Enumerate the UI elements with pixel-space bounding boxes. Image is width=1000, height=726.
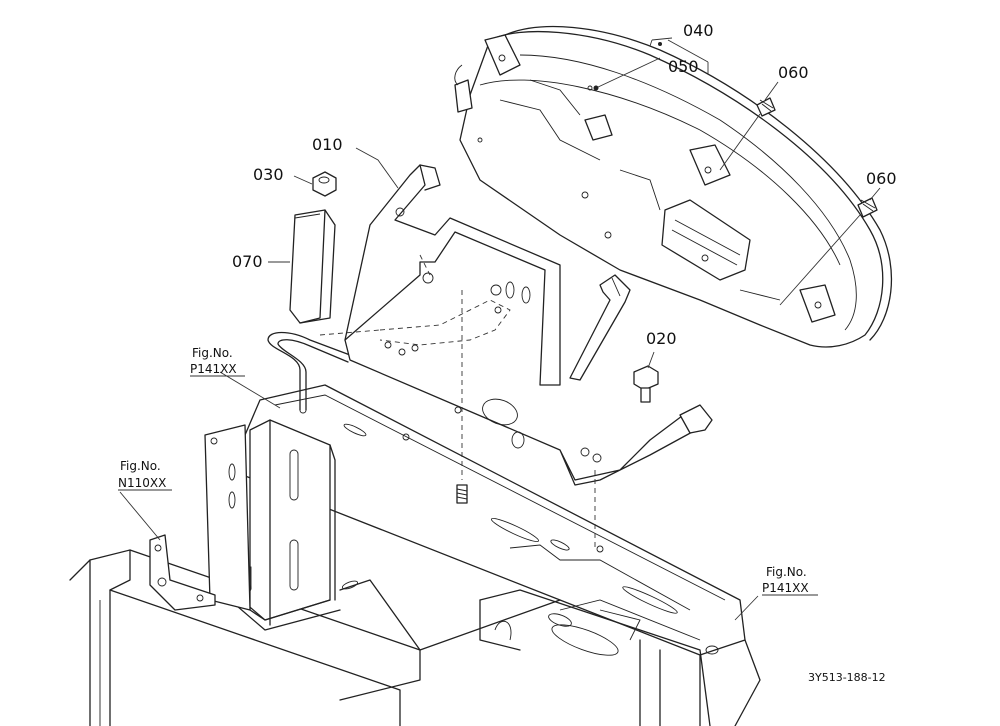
fig-ref-3-title: Fig.No. [766, 565, 807, 579]
label-060-lower: 060 [866, 169, 897, 188]
fig-ref-2-title: Fig.No. [120, 459, 161, 473]
drawing-code: 3Y513-188-12 [808, 671, 886, 684]
label-050: 050 [668, 57, 699, 76]
fig-ref-1-code: P141XX [190, 362, 237, 376]
hook-rod [267, 331, 351, 414]
bracket-010 [344, 164, 713, 486]
instrument-panel [454, 25, 893, 348]
label-030: 030 [253, 165, 284, 184]
label-060-upper: 060 [778, 63, 809, 82]
label-010: 010 [312, 135, 343, 154]
nut-030 [312, 171, 337, 197]
fig-ref-2-code: N110XX [118, 476, 166, 490]
pad-070 [289, 209, 336, 324]
screw-060-upper [719, 97, 776, 171]
label-070: 070 [232, 252, 263, 271]
label-040: 040 [683, 21, 714, 40]
hidden-wiring [319, 254, 596, 548]
fig-ref-3-code: P141XX [762, 581, 809, 595]
leader-lines [119, 37, 881, 621]
frame-assembly [69, 384, 761, 726]
bolt-020 [633, 365, 659, 403]
stud-bolt [456, 484, 468, 504]
support-post [149, 419, 421, 651]
screw-060-lower [779, 197, 878, 306]
fig-ref-1-title: Fig.No. [192, 346, 233, 360]
label-020: 020 [646, 329, 677, 348]
